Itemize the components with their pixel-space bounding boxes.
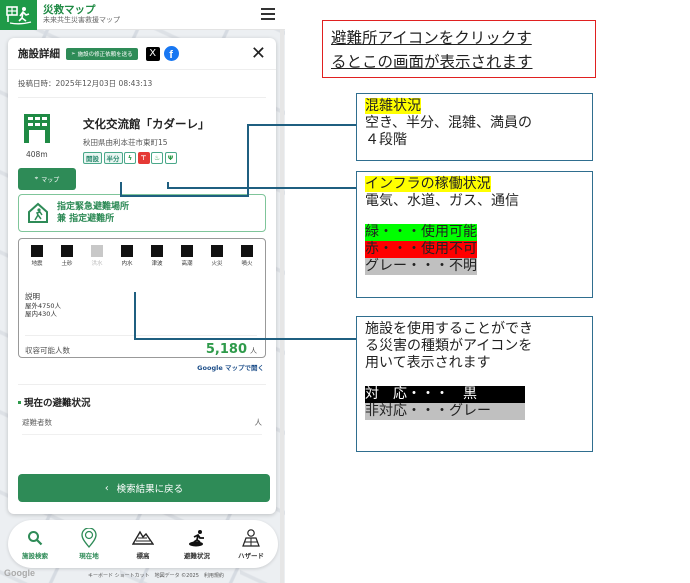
hazard-eruption: 噴火: [235, 245, 259, 267]
connector-line: [167, 182, 169, 188]
fire-icon: [211, 245, 223, 257]
facility-name: 文化交流館「カダーレ」: [83, 117, 210, 131]
building-icon: [24, 114, 50, 143]
app-title: 災救マップ: [43, 3, 96, 16]
title-callout: 避難所アイコンをクリックす るとこの画面が表示されます: [322, 20, 596, 78]
search-icon: [28, 531, 43, 546]
hazard-detail-box: 地震 土砂 洪水 内水 津波 高潮 火災 噴火 説明 屋外4750人 屋内430…: [18, 238, 266, 358]
connector-line: [134, 292, 136, 340]
shelter-type-primary: 指定緊急避難場所: [57, 201, 130, 212]
flood-icon: [91, 245, 103, 257]
evacuee-count-row: 避難者数 人: [22, 417, 262, 435]
telecom-antenna-icon: Ψ: [164, 152, 177, 164]
facebook-share-icon[interactable]: f: [163, 46, 179, 61]
elevation-icon: [132, 530, 154, 545]
landslide-icon: [61, 245, 73, 257]
nav-hazard[interactable]: ハザード: [227, 528, 275, 560]
water-tap-icon: ⊤: [137, 152, 150, 164]
app-header: 災救マップ 未来共生災害救援マップ: [0, 0, 285, 30]
hazard-map-icon: [242, 529, 260, 547]
chevron-left-icon: ‹: [104, 482, 109, 494]
hazard-tsunami: 津波: [145, 245, 169, 267]
congestion-annotation: 混雑状況 空き、半分、混雑、満員の ４段階: [356, 93, 593, 161]
hazard-earthquake: 地震: [25, 245, 49, 267]
hazard-landslide: 土砂: [55, 245, 79, 267]
electricity-icon: ϟ: [124, 152, 136, 164]
tsunami-icon: [151, 245, 163, 257]
google-maps-link[interactable]: Google マップで開く: [197, 364, 264, 372]
app-logo-icon[interactable]: [0, 0, 37, 30]
facility-address: 秋田県由利本荘市東町15: [83, 138, 168, 147]
capacity-unit: 人: [250, 347, 257, 355]
location-pin-icon: [81, 528, 97, 548]
panel-title: 施設詳細: [18, 48, 60, 60]
earthquake-icon: [31, 245, 43, 257]
posted-datetime: 投稿日時：2025年12月03日 08:43:13: [18, 70, 266, 98]
hazard-flood: 洪水: [85, 245, 109, 267]
google-logo: Google: [4, 568, 35, 578]
capacity-row: 収容可能人数 5,180 人: [25, 335, 257, 357]
map-attribution[interactable]: キーボード ショートカット 地図データ ©2025 利用規約: [88, 573, 224, 579]
open-status-badge: 開設: [83, 152, 102, 164]
infrastructure-annotation: インフラの稼働状況 電気、水道、ガス、通信 緑・・・使用可能 赤・・・使用不可 …: [356, 171, 593, 298]
congestion-badge: 半分: [103, 152, 123, 164]
connector-line: [134, 338, 357, 340]
connector-line: [247, 124, 249, 197]
hamburger-menu-icon[interactable]: [261, 8, 275, 20]
connector-line: [120, 195, 248, 197]
gas-icon: ♨: [151, 152, 163, 164]
connector-line: [247, 124, 357, 126]
hazard-types-annotation: 施設を使用することができ る災害の種類がアイコンを 用いて表示されます 対 応・…: [356, 316, 593, 452]
capacity-label: 収容可能人数: [25, 346, 70, 355]
map-button[interactable]: ⌖ マップ: [18, 168, 76, 190]
capacity-value: 5,180: [205, 342, 247, 357]
divider: [18, 384, 266, 385]
app-subtitle: 未来共生災害救援マップ: [43, 16, 120, 25]
scrollbar[interactable]: [280, 30, 284, 583]
bottom-navigation: 施設検索 現在地 標高 避難状況 ハザード: [8, 520, 278, 568]
hazard-fire: 火災: [205, 245, 229, 267]
facility-summary: 408m ⌖ マップ 文化交流館「カダーレ」 秋田県由利本荘市東町15 開設 半…: [8, 98, 276, 194]
hazard-inland-flood: 内水: [115, 245, 139, 267]
nav-current-location[interactable]: 現在地: [65, 528, 113, 560]
connector-line: [167, 187, 357, 189]
inland-flood-icon: [121, 245, 133, 257]
nav-facility-search[interactable]: 施設検索: [11, 528, 59, 560]
description-label: 説明: [25, 292, 40, 301]
nav-elevation[interactable]: 標高: [119, 528, 167, 560]
evacuation-status-heading: 現在の避難状況: [18, 395, 266, 409]
shelter-type-box: 指定緊急避難場所 兼 指定避難所: [18, 194, 266, 232]
facility-detail-panel: 施設詳細 ➢ 施設の修正依頼を送る X f ✕ 投稿日時：2025年12月03日…: [8, 38, 276, 514]
phone-screen: 災救マップ 未来共生災害救援マップ 施設詳細 ➢ 施設の修正依頼を送る X f …: [0, 0, 285, 583]
connector-line: [120, 182, 122, 196]
fix-request-button[interactable]: ➢ 施設の修正依頼を送る: [66, 47, 138, 60]
storm-surge-icon: [181, 245, 193, 257]
hazard-icons: 地震 土砂 洪水 内水 津波 高潮 火災 噴火: [19, 239, 265, 267]
send-icon: ➢: [71, 50, 76, 57]
hazard-storm-surge: 高潮: [175, 245, 199, 267]
x-share-icon[interactable]: X: [145, 46, 160, 61]
nav-evacuation-status[interactable]: 避難状況: [173, 528, 221, 560]
distance: 408m: [26, 150, 48, 159]
description-text: 屋外4750人 屋内430人: [25, 302, 62, 318]
bullet-icon: [18, 400, 21, 404]
map-pin-icon: ⌖: [34, 175, 39, 182]
back-to-results-button[interactable]: ‹ 検索結果に戻る: [18, 474, 270, 502]
evacuation-shelter-icon: [28, 202, 48, 223]
close-icon[interactable]: ✕: [250, 42, 266, 64]
shelter-type-secondary: 兼 指定避難所: [57, 214, 115, 224]
volcano-icon: [241, 245, 253, 257]
evacuation-icon: [189, 530, 204, 547]
status-tags: 開設 半分 ϟ ⊤ ♨ Ψ: [83, 152, 177, 164]
